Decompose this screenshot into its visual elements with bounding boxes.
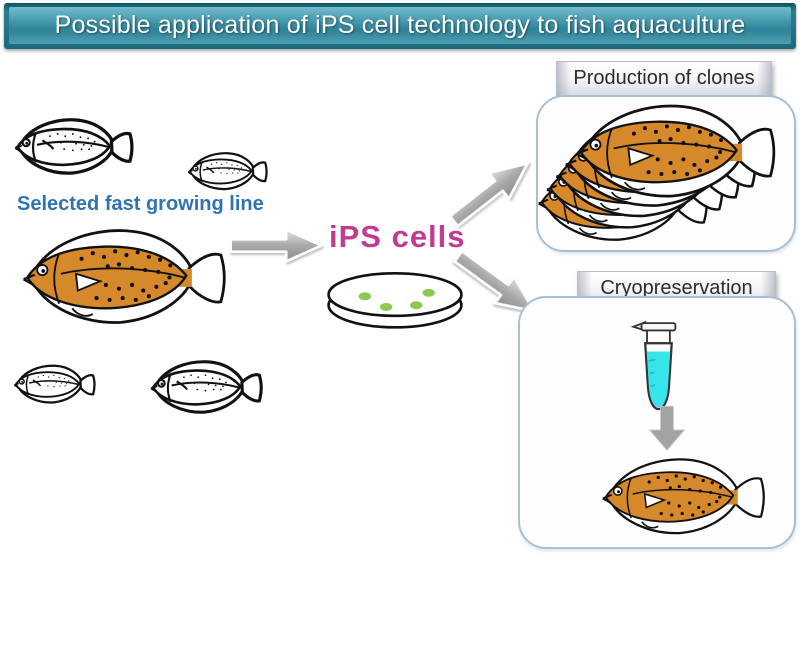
arrow-down-icon — [648, 406, 686, 452]
clones-label-text: Production of clones — [573, 67, 755, 89]
clones-label: Production of clones — [556, 61, 772, 96]
flounder-orange-fish-icon — [582, 452, 787, 542]
cryo-tube-icon — [630, 320, 677, 411]
slide-canvas: Possible application of iPS cell technol… — [4, 3, 796, 549]
clones-box — [536, 95, 796, 252]
flounder-outline-fish-icon — [186, 147, 270, 196]
slide-title: Possible application of iPS cell technol… — [54, 11, 746, 39]
title-banner: Possible application of iPS cell technol… — [4, 3, 796, 49]
arrow-right-icon — [228, 226, 325, 265]
flounder-orange-fish-icon — [570, 97, 784, 207]
ips-cells-label: iPS cells — [329, 219, 466, 254]
flounder-outline-fish-icon — [12, 357, 98, 412]
petri-dish-icon — [327, 271, 463, 329]
cryo-box: -196℃ — [518, 296, 796, 549]
cryo-label-text: Cryopreservation — [600, 277, 753, 299]
flounder-outline-fish-icon — [148, 355, 266, 420]
title-banner-face: Possible application of iPS cell technol… — [9, 7, 791, 44]
selected-line-caption: Selected fast growing line — [17, 193, 264, 215]
ips-colonies — [358, 288, 435, 311]
flounder-outline-fish-icon — [12, 104, 137, 190]
flounder-orange-fish-icon — [18, 221, 233, 334]
